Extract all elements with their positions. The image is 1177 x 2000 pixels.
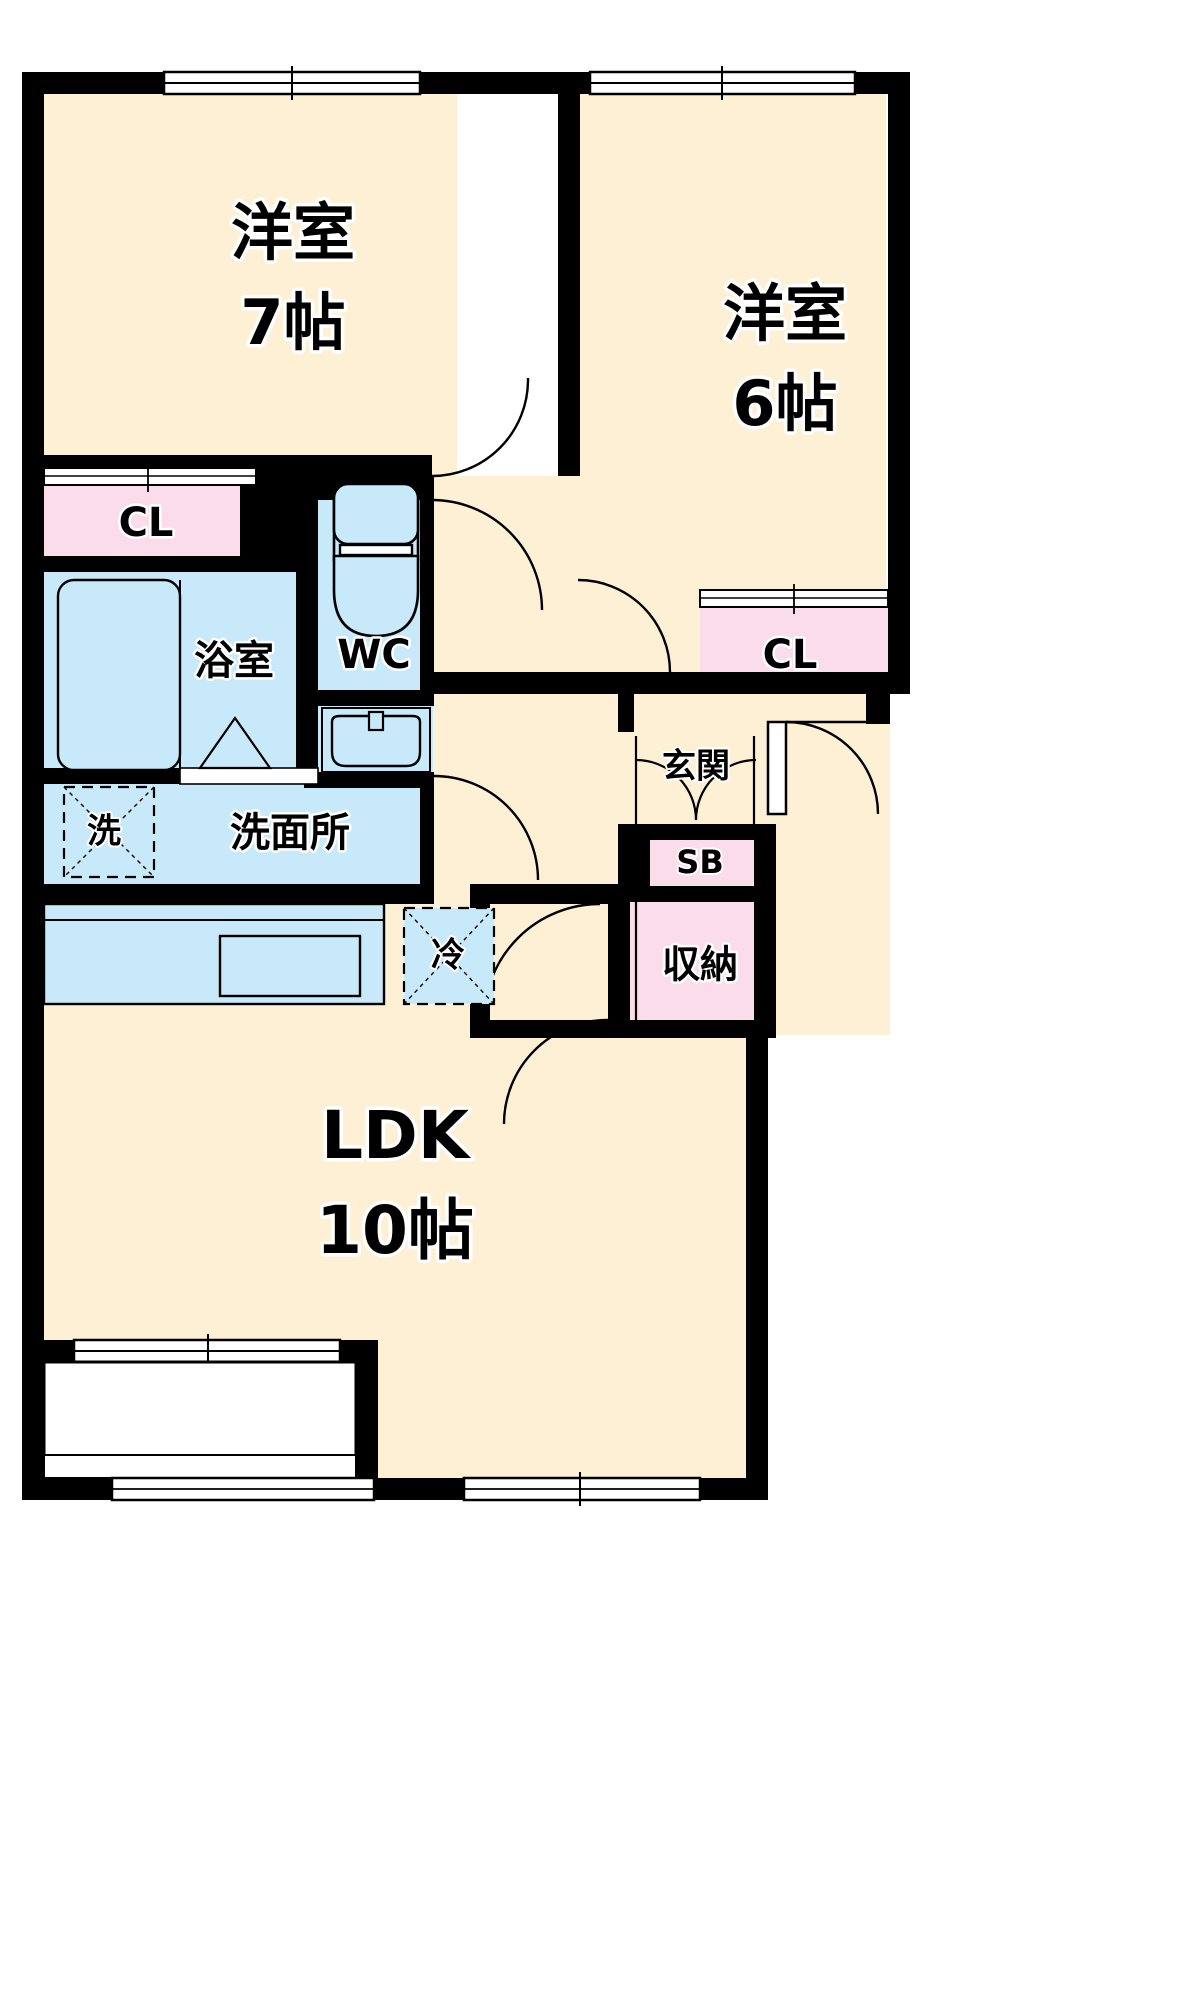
label-bedroom6-size: 6帖 (732, 367, 837, 440)
wall-shoebox-left (628, 824, 650, 894)
wall-ldk-bottom-1 (340, 1340, 378, 1362)
wall-hall-right (618, 672, 634, 732)
label-shoe-box: SB (676, 843, 723, 881)
window-bedroom7-top (162, 66, 422, 100)
door-bathroom (179, 767, 319, 785)
wall-wc-right (420, 476, 434, 706)
wall-top-left (44, 72, 164, 94)
door-storage (502, 1018, 609, 1125)
walls (22, 72, 910, 1500)
door-entrance (766, 720, 880, 816)
label-storage: 収納 (662, 943, 738, 987)
label-closet-left: CL (119, 500, 174, 546)
balcony-outline (42, 1360, 358, 1480)
label-ldk-size: 10帖 (316, 1192, 474, 1269)
wall-storage-right (754, 824, 776, 1036)
wall-entry-top (568, 672, 890, 694)
vanity-sink-fixture (321, 707, 431, 773)
label-fridge: 冷 (431, 936, 465, 976)
room-fill-ldk-bottom2 (374, 1340, 764, 1500)
window-bottom-outer (110, 1472, 702, 1506)
toilet-fixture (332, 482, 420, 638)
window-bedroom6-top (588, 66, 857, 100)
wall-wc-left (296, 476, 318, 576)
label-bedroom7-size: 7帖 (240, 286, 345, 359)
door-bedroom7 (431, 378, 530, 478)
wall-right-outer-upper (888, 72, 910, 694)
fill-shoebox (650, 836, 754, 890)
washer-pan-fixture (62, 785, 156, 879)
wall-entry-right-lower (866, 694, 890, 724)
label-toilet: WC (337, 632, 410, 678)
wall-shoebox-top (628, 824, 754, 840)
label-bathroom: 浴室 (194, 638, 274, 684)
entry-step (634, 736, 757, 1020)
wall-top-midgap (420, 72, 590, 94)
wall-bottom-outer-2 (374, 1478, 464, 1500)
label-ldk-name: LDK (321, 1097, 472, 1174)
wall-shoebox-bottom (628, 886, 754, 902)
bath-door-symbol (197, 716, 273, 770)
fridge-space-fixture (402, 906, 496, 1006)
windows (42, 66, 889, 1506)
wall-balcony-corner (356, 1362, 378, 1490)
labels: 洋室 7帖 洋室 6帖 LDK 10帖 CL CL 浴室 WC 洗面所 洗 冷 … (85, 193, 851, 1273)
wall-vanity-left (304, 700, 318, 780)
wall-storage-bottom (608, 1020, 776, 1038)
fill-closet-left (44, 483, 256, 556)
label-bedroom6-name: 洋室 (723, 277, 847, 350)
wall-left-outer (22, 72, 44, 1362)
label-washer: 洗 (87, 812, 121, 852)
wall-wc-bottom (304, 690, 434, 706)
fill-washroom (44, 782, 434, 892)
wall-ldk-entry-bottom (470, 1020, 630, 1038)
door-bedroom7-arc2 (431, 498, 544, 611)
wall-washroom-bottom (44, 884, 434, 904)
label-closet-right: CL (763, 632, 818, 678)
wall-vanity-bottom (304, 772, 434, 788)
wall-balcony-left (22, 1362, 44, 1490)
wall-bottom-left (22, 1340, 74, 1362)
wall-washroom-right (420, 772, 434, 892)
wall-bedroom6-bottom (432, 672, 582, 694)
wall-storage-left (608, 886, 630, 1036)
wall-ldk-hall-horiz (470, 884, 618, 904)
label-washroom: 洗面所 (230, 810, 350, 856)
fixtures (42, 482, 496, 1006)
wall-bedroom-divider (558, 72, 580, 476)
door-bedroom6 (577, 578, 672, 673)
wall-ldk-right (746, 1020, 768, 1490)
kitchen-counter-fixture (42, 902, 386, 1006)
room-fill-bedroom7 (44, 72, 457, 476)
door-wc (433, 774, 540, 881)
bathtub-fixture (56, 578, 182, 772)
closet-door-right (699, 584, 889, 614)
wall-bottom-outer-3 (700, 1478, 768, 1500)
wall-top-right (855, 72, 888, 94)
wall-bottom-outer-1 (22, 1478, 112, 1500)
label-entrance: 玄関 (662, 747, 730, 787)
fill-storage (628, 900, 754, 1030)
closet-door-left (43, 462, 257, 492)
label-bedroom7-name: 洋室 (231, 196, 355, 269)
